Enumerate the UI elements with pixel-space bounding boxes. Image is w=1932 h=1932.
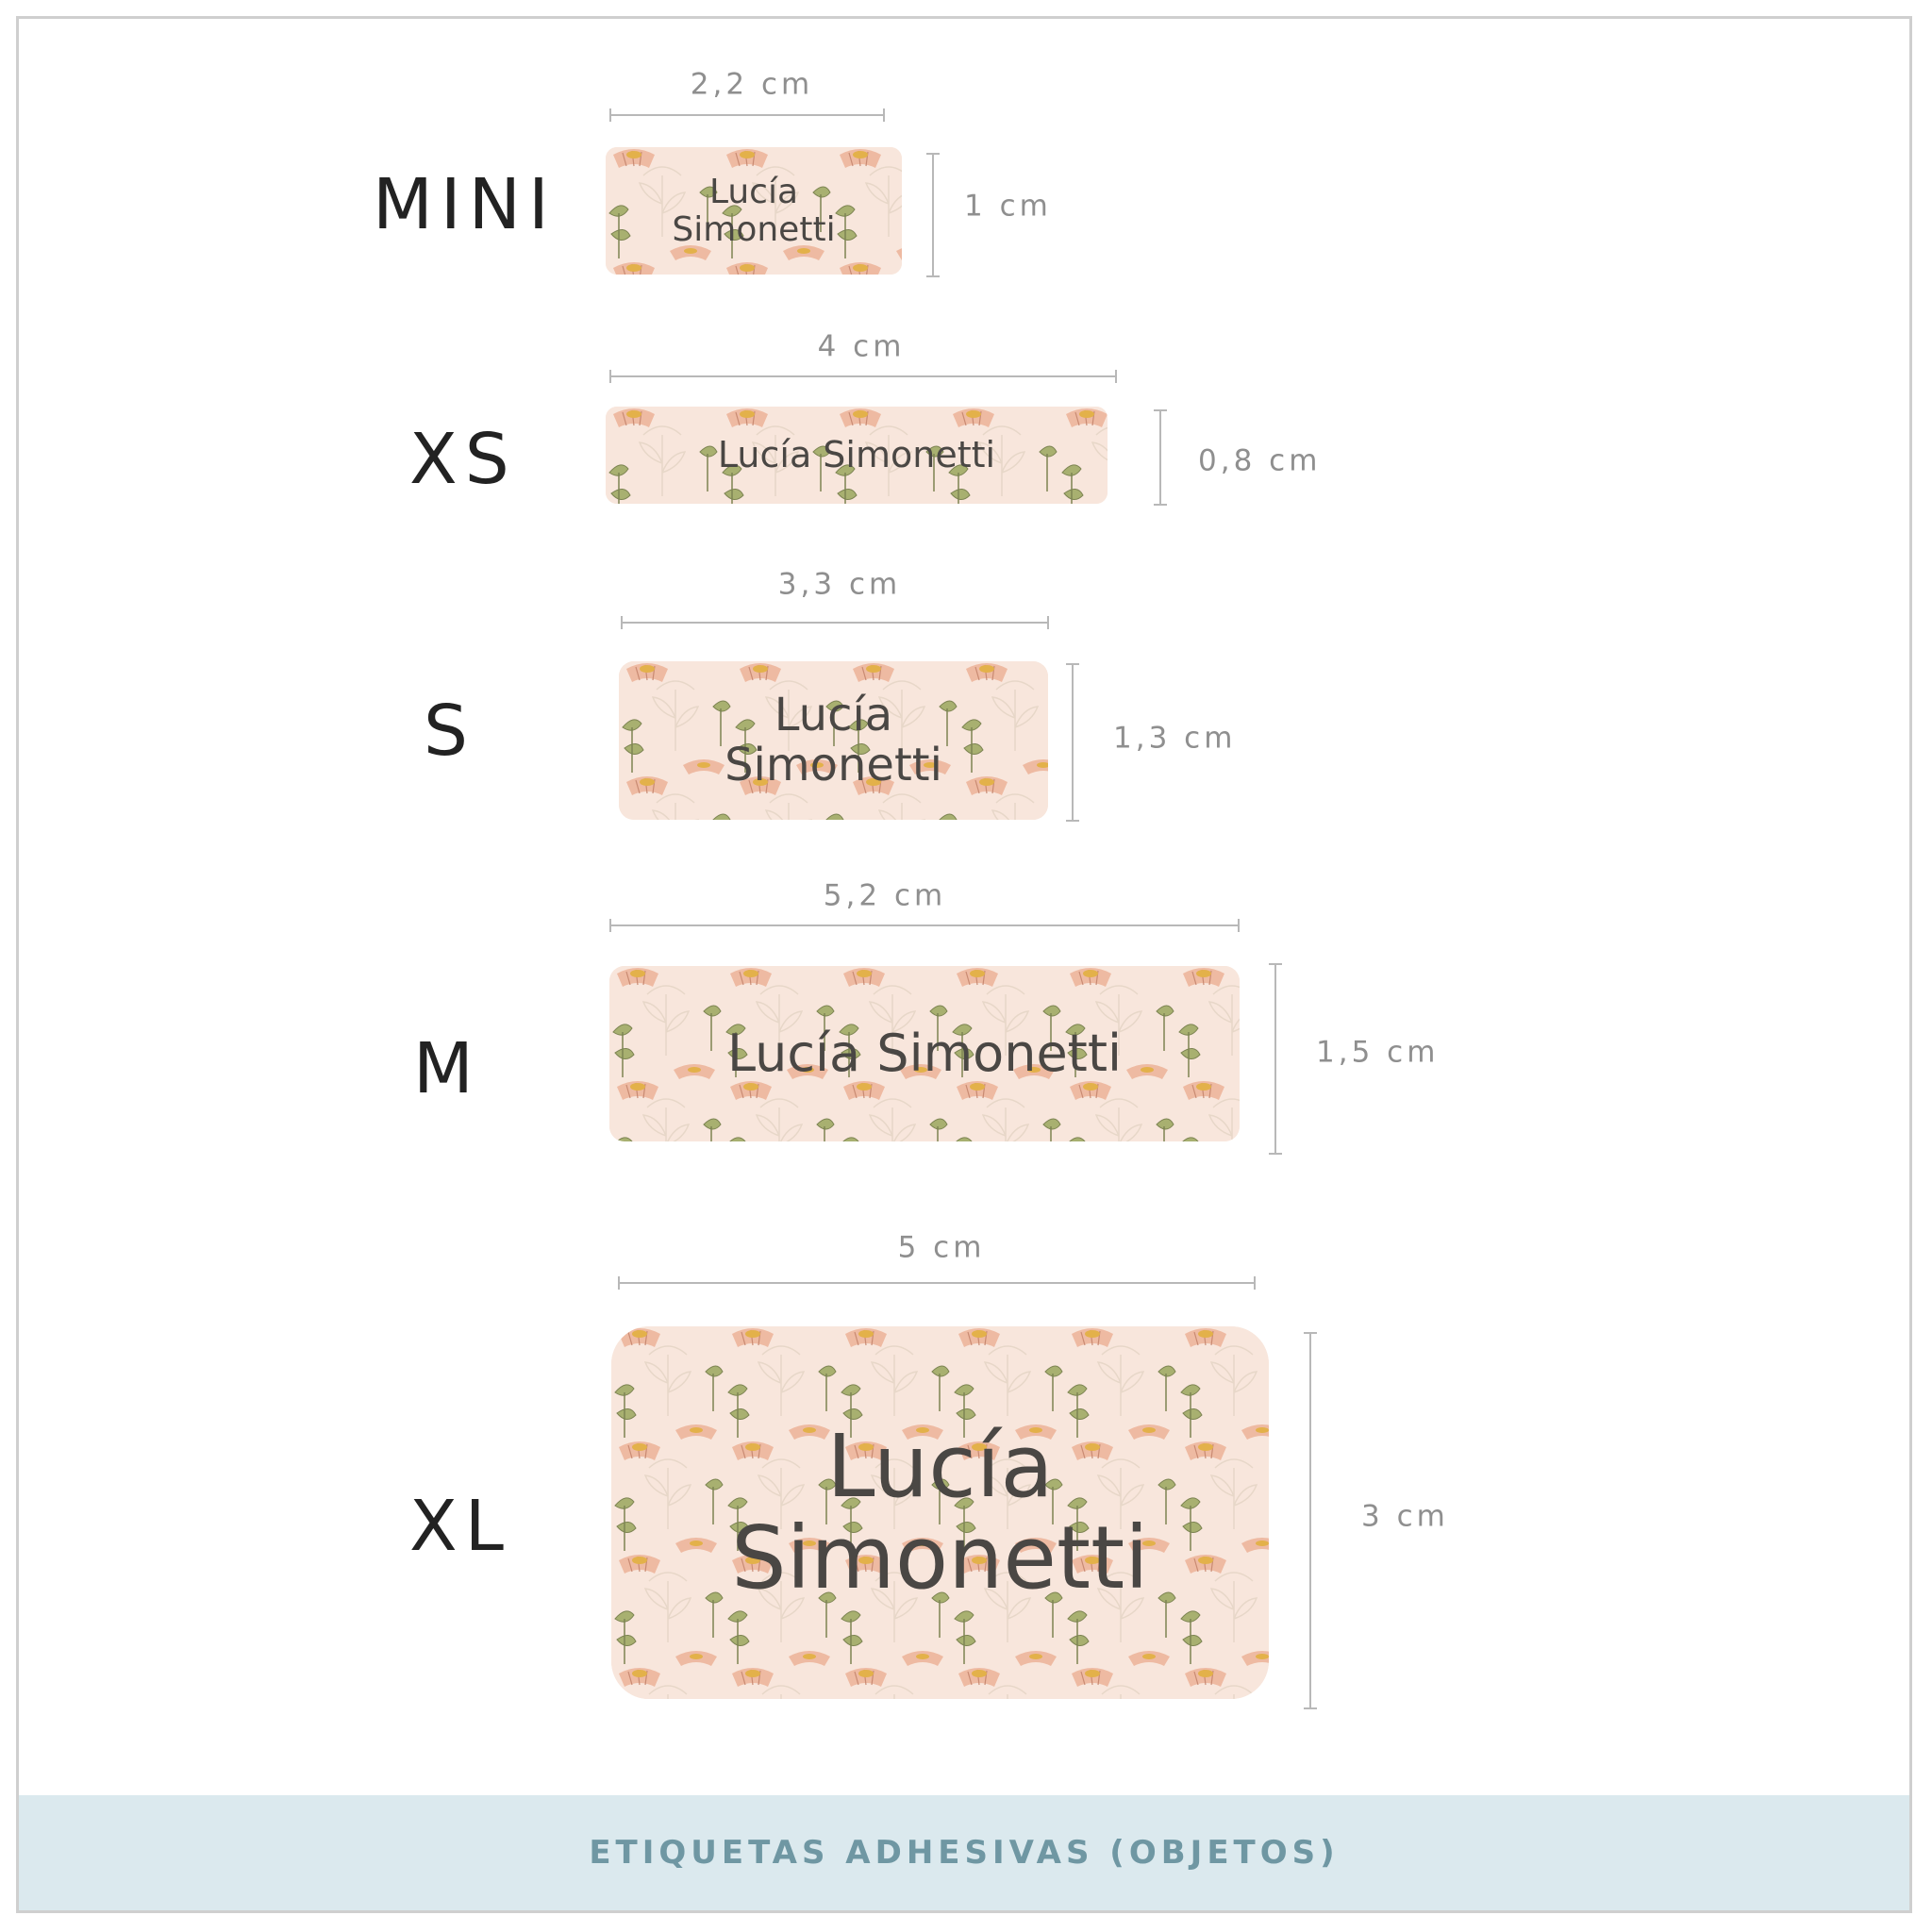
width-line-s bbox=[621, 616, 1049, 629]
label-m: Lucía Simonetti bbox=[609, 966, 1240, 1141]
label-xs: Lucía Simonetti bbox=[606, 407, 1108, 504]
label-name-line2: Simonetti bbox=[672, 209, 836, 249]
label-name-line2: Simonetti bbox=[724, 739, 942, 791]
label-name-xs: Lucía Simonetti bbox=[717, 433, 996, 475]
size-name-xs: XS bbox=[409, 419, 517, 500]
label-name-line1: Lucía Simonetti bbox=[717, 433, 996, 475]
height-line-m bbox=[1269, 963, 1282, 1155]
height-line-xs bbox=[1154, 409, 1167, 506]
label-name-s: Lucía Simonetti bbox=[724, 691, 942, 791]
height-line-mini bbox=[926, 153, 940, 277]
size-name-m: M bbox=[413, 1028, 481, 1109]
label-name-xl: Lucía Simonetti bbox=[731, 1415, 1149, 1608]
width-text-m: 5,2 cm bbox=[823, 878, 947, 913]
label-mini: Lucía Simonetti bbox=[606, 147, 902, 275]
label-name-line2: Simonetti bbox=[731, 1507, 1149, 1608]
label-name-line1: Lucía bbox=[774, 689, 893, 742]
height-text-xs: 0,8 cm bbox=[1198, 443, 1322, 478]
size-name-xl: XL bbox=[409, 1486, 511, 1567]
floral-pattern bbox=[609, 966, 1240, 1141]
width-text-mini: 2,2 cm bbox=[690, 67, 814, 102]
label-xl: Lucía Simonetti bbox=[611, 1326, 1269, 1699]
footer-title: ETIQUETAS ADHESIVAS (OBJETOS) bbox=[589, 1834, 1340, 1872]
label-name-m: Lucía Simonetti bbox=[726, 1024, 1123, 1084]
width-text-s: 3,3 cm bbox=[777, 567, 902, 602]
height-text-mini: 1 cm bbox=[964, 189, 1052, 224]
height-text-s: 1,3 cm bbox=[1113, 721, 1237, 756]
floral-pattern bbox=[606, 407, 1108, 504]
size-name-mini: MINI bbox=[373, 164, 557, 245]
floral-pattern bbox=[619, 661, 1048, 820]
footer-banner: ETIQUETAS ADHESIVAS (OBJETOS) bbox=[19, 1795, 1909, 1910]
width-text-xl: 5 cm bbox=[897, 1230, 986, 1265]
floral-pattern bbox=[606, 147, 902, 275]
height-line-xl bbox=[1304, 1332, 1317, 1709]
width-line-xs bbox=[609, 370, 1117, 383]
label-name-mini: Lucía Simonetti bbox=[672, 174, 835, 248]
width-text-xs: 4 cm bbox=[817, 329, 906, 364]
floral-pattern bbox=[611, 1326, 1269, 1699]
size-name-s: S bbox=[424, 691, 475, 772]
height-line-s bbox=[1066, 663, 1079, 822]
label-s: Lucía Simonetti bbox=[619, 661, 1048, 820]
label-name-line1: Lucía bbox=[826, 1415, 1054, 1517]
width-line-xl bbox=[618, 1276, 1256, 1290]
label-name-line1: Lucía bbox=[708, 172, 799, 211]
width-line-m bbox=[609, 919, 1240, 932]
width-line-mini bbox=[609, 108, 885, 122]
height-text-xl: 3 cm bbox=[1361, 1499, 1449, 1534]
label-name-line1: Lucía Simonetti bbox=[726, 1024, 1123, 1084]
height-text-m: 1,5 cm bbox=[1316, 1035, 1440, 1070]
